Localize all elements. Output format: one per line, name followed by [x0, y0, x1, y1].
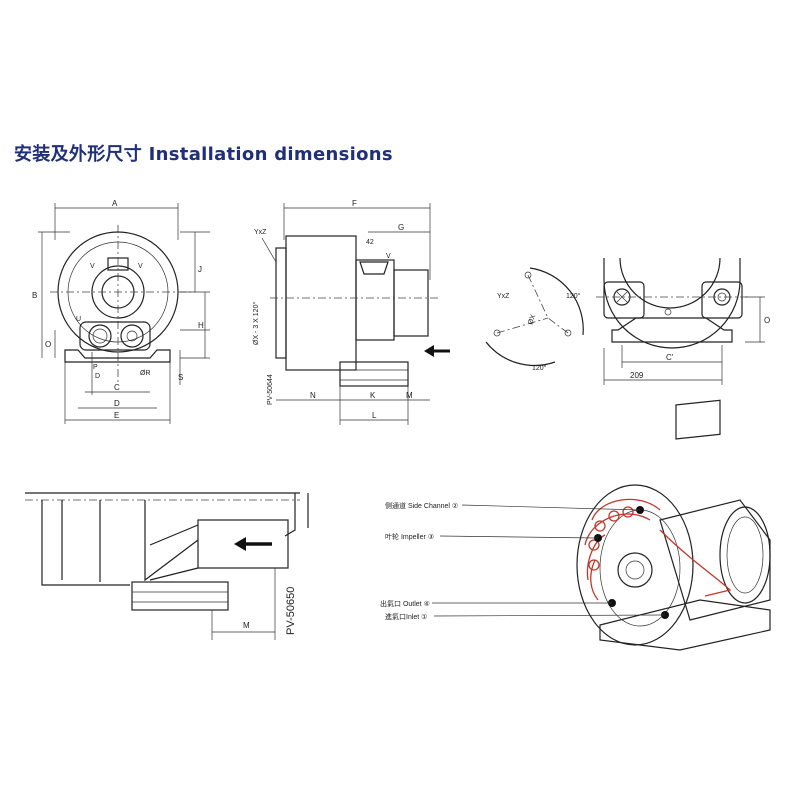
bottom-m-label: M [243, 621, 250, 630]
dim-b-label: B [32, 291, 37, 300]
dim-k-label: K [370, 391, 376, 400]
flange-detail: YxZ ØX 120° 120° [485, 267, 584, 372]
dim-d-label: D [114, 399, 120, 408]
label-inlet: 進氣口Inlet ① [385, 612, 427, 621]
dim-n-label: N [310, 391, 316, 400]
side-v-label: V [386, 253, 391, 260]
dim-a-label: A [112, 199, 118, 208]
front-v-right: V [138, 263, 143, 270]
dim-j-label: J [198, 265, 202, 274]
dim-s-label: S [178, 373, 183, 382]
label-side-channel: 侧通道 Side Channel ② [385, 501, 458, 510]
dim-h-label: H [198, 321, 204, 330]
dim-d-small-label: D [95, 373, 100, 380]
base-detail: O C' 209 [596, 257, 770, 385]
label-impeller: 叶轮 Impeller ③ [385, 532, 434, 541]
flange-yxz-label: YxZ [497, 293, 510, 300]
side-yxz-label: YxZ [254, 229, 267, 236]
flange-x-label: ØX [527, 313, 537, 325]
dim-p-label: P [93, 364, 98, 371]
bottom-model-label: PV-50650 [285, 587, 297, 635]
dim-l-label: L [372, 411, 377, 420]
dim-c-label: C [114, 383, 120, 392]
base-c-label: C' [666, 353, 674, 362]
base-o-label: O [764, 316, 770, 325]
side-view: F G 42 YxZ V ØX - 3 X 120° PV-50644 N K … [252, 199, 450, 425]
side-flange-label: ØX - 3 X 120° [252, 302, 260, 345]
front-v-left: V [90, 263, 95, 270]
cutaway-view: 侧通道 Side Channel ② 叶轮 Impeller ③ 出氣口 Out… [380, 399, 771, 651]
page-title: 安装及外形尺寸 Installation dimensions [14, 144, 393, 165]
dim-m-label: M [406, 391, 413, 400]
bottom-detail: M PV-50650 [25, 492, 309, 640]
dim-f-label: F [352, 199, 357, 208]
front-view: A B O V V U J H [32, 199, 210, 424]
dim-r-label: ØR [140, 370, 151, 377]
front-u-label: U [76, 316, 81, 323]
base-209-label: 209 [630, 371, 644, 380]
flange-angle2: 120° [532, 364, 547, 372]
label-outlet: 出氣口 Outlet ④ [380, 599, 430, 608]
dim-o-label: O [45, 340, 51, 349]
dim-g-label: G [398, 223, 404, 232]
dim-42-label: 42 [366, 239, 374, 246]
side-model-label: PV-50644 [267, 374, 274, 405]
flange-angle1: 120° [566, 292, 581, 300]
dim-e-label: E [114, 411, 119, 420]
